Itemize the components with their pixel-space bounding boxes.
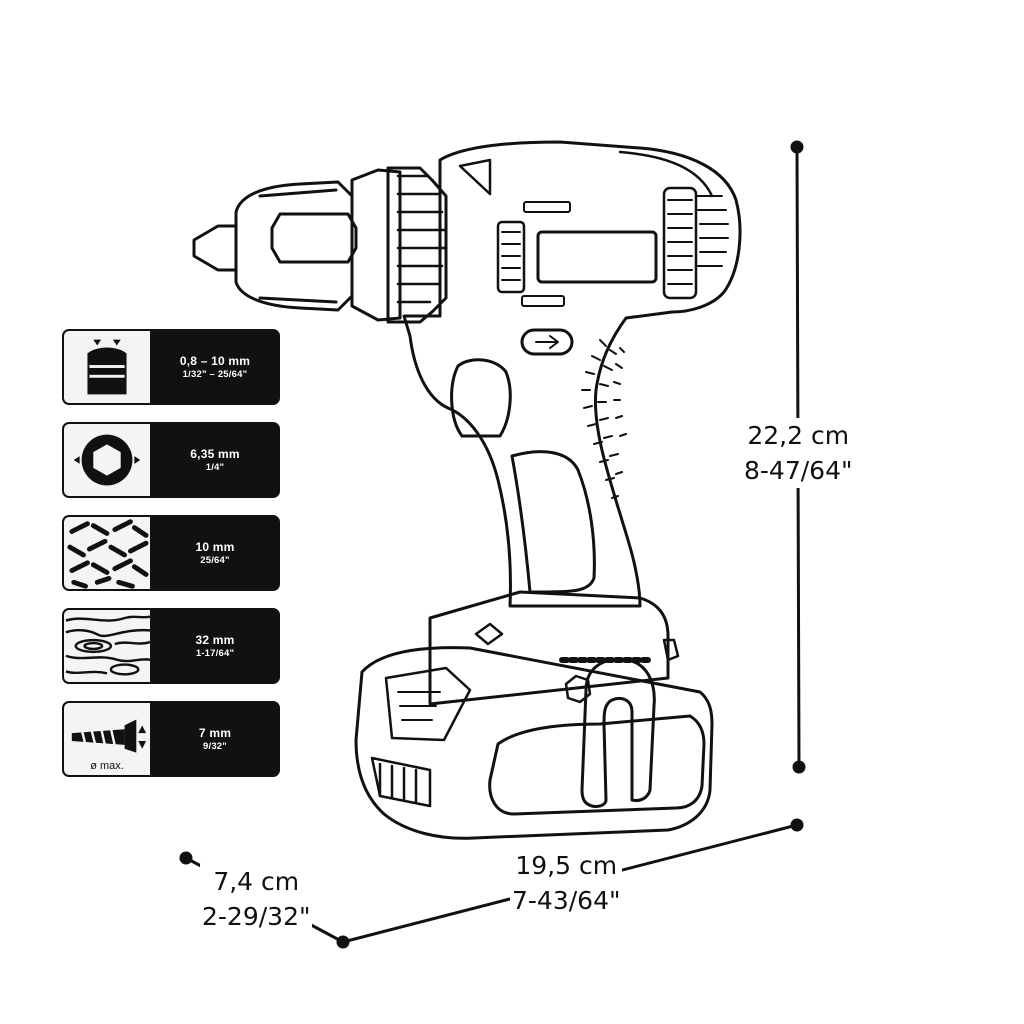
spec-imperial-value: 1-17/64" [195,647,235,659]
spec-metal-capacity: 10 mm 25/64" [62,515,280,591]
spec-imperial-value: 25/64" [200,554,230,566]
drill-body [402,140,742,608]
width-metric: 7,4 cm [213,867,300,896]
width-dimension-label: 7,4 cm 2-29/32" [200,864,313,934]
spec-metric-value: 6,35 mm [190,446,240,461]
spec-metric-value: 0,8 – 10 mm [179,353,251,368]
spec-imperial-value: 1/4" [205,461,225,473]
wood-grain-icon [64,610,152,682]
screw-icon: ø max. [64,703,152,775]
height-metric: 22,2 cm [747,421,850,450]
length-dimension-label: 19,5 cm 7-43/64" [510,848,623,918]
spec-metric-value: 32 mm [195,632,235,647]
length-metric: 19,5 cm [515,851,618,880]
metal-plate-icon [64,517,152,589]
belt-clip [564,638,680,808]
spec-metric-value: 7 mm [198,725,232,740]
max-diameter-note: ø max. [90,760,124,772]
hex-shank-icon [64,424,152,496]
height-imperial: 8-47/64" [744,456,853,485]
spec-wood-capacity: 32 mm 1-17/64" [62,608,280,684]
length-imperial: 7-43/64" [512,886,621,915]
spec-chuck-capacity: 0,8 – 10 mm 1/32" – 25/64" [62,329,280,405]
drill-chuck-icon [64,331,152,403]
spec-screw-diameter: ø max. 7 mm 9/32" [62,701,280,777]
height-dimension-label: 22,2 cm 8-47/64" [742,418,855,488]
spec-imperial-value: 1/32" – 25/64" [182,368,248,380]
spec-hex-shank: 6,35 mm 1/4" [62,422,280,498]
spec-metric-value: 10 mm [195,539,235,554]
spec-imperial-value: 9/32" [203,740,227,752]
grip-texture [581,339,627,499]
drill-chuck [192,166,448,324]
battery-pack [354,590,714,840]
width-imperial: 2-29/32" [202,902,311,931]
